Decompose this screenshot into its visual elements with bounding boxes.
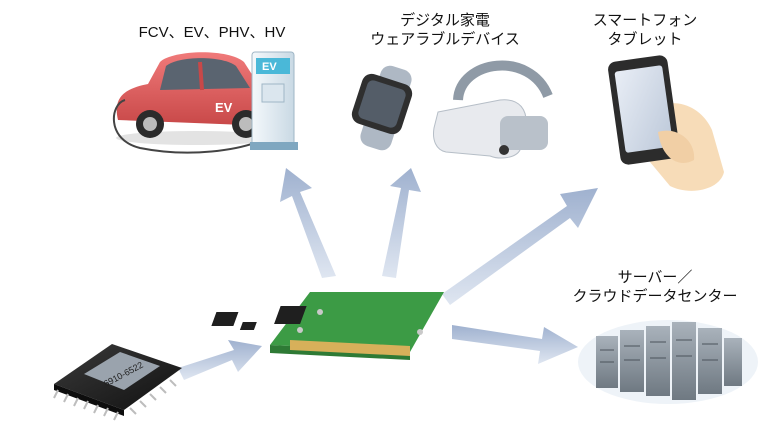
label-wearables-line1: デジタル家電 [400,12,490,29]
arrow-to-wearables [382,168,421,278]
smartphone-illustration [608,55,724,191]
label-smartphone: スマートフォン タブレット [570,11,720,49]
vr-headset-illustration [433,60,553,159]
smartwatch-illustration [351,65,413,151]
ic-chip-illustration: 6910-6522 [53,344,182,421]
charger-ev-text: EV [262,61,277,73]
pcb-board-illustration [211,292,444,360]
arrow-chip-to-pcb [178,340,262,380]
label-smartphone-line1: スマートフォン [592,12,698,29]
label-ev-text: FCV、EV、PHV、HV [138,24,286,41]
label-server-line1: サーバー／ [617,269,693,286]
server-racks-illustration [578,320,758,404]
arrow-to-ev [280,168,336,278]
label-ev: FCV、EV、PHV、HV [112,23,312,42]
label-wearables: デジタル家電 ウェアラブルデバイス [340,11,550,49]
label-smartphone-line2: タブレット [607,31,683,48]
label-server-line2: クラウドデータセンター [572,288,738,305]
arrow-to-smartphone [442,188,598,305]
ev-charger-illustration: EV [250,51,298,150]
label-wearables-line2: ウェアラブルデバイス [370,31,520,48]
car-ev-text: EV [215,100,233,115]
label-server: サーバー／ クラウドデータセンター [545,268,765,306]
arrow-to-server [452,325,578,364]
